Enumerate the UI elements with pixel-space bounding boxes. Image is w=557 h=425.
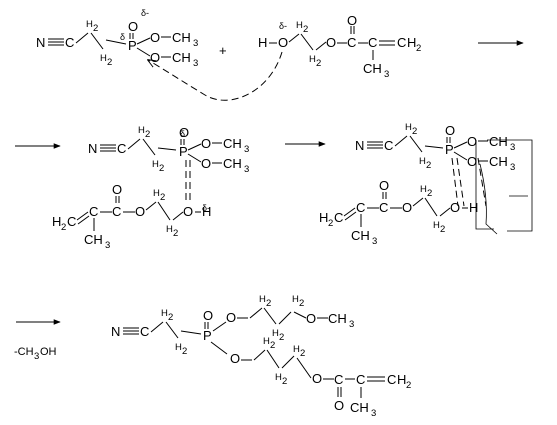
svg-text:CH: CH xyxy=(363,61,382,76)
svg-text:H: H xyxy=(263,336,270,347)
svg-text:δ: δ xyxy=(120,32,125,42)
svg-text:3: 3 xyxy=(384,69,389,80)
svg-text:P: P xyxy=(203,328,212,343)
svg-text:O: O xyxy=(230,351,240,366)
svg-text:C: C xyxy=(356,372,365,387)
plus-sign: + xyxy=(219,43,227,58)
svg-text:C: C xyxy=(368,35,377,50)
svg-text:2: 2 xyxy=(406,380,411,391)
reactant-hema: H O δ- H 2 H 2 O C O C CH 3 C H 2 xyxy=(258,13,421,80)
byproduct-methanol: -CH 3 OH xyxy=(14,346,57,362)
svg-text:O: O xyxy=(312,371,322,386)
svg-text:C: C xyxy=(397,35,406,50)
svg-text:3: 3 xyxy=(349,319,354,330)
svg-text:CH: CH xyxy=(328,311,347,326)
reactant-phosphonate: δ δ- xyxy=(35,8,199,70)
svg-text:2: 2 xyxy=(316,58,321,69)
svg-text:O: O xyxy=(203,308,213,323)
svg-text:δ-: δ- xyxy=(279,21,287,31)
svg-text:H: H xyxy=(275,372,282,383)
svg-text:H: H xyxy=(259,294,266,305)
svg-text:2: 2 xyxy=(270,340,275,351)
svg-text:C: C xyxy=(334,372,343,387)
svg-text:O: O xyxy=(306,311,316,326)
svg-text:C: C xyxy=(347,35,356,50)
product-molecule: P O O H 2 H 2 H 2 O CH 3 O H 2 H 2 H 2 xyxy=(110,294,411,419)
svg-text:O: O xyxy=(347,13,357,28)
svg-text:OH: OH xyxy=(40,346,57,358)
svg-text:3: 3 xyxy=(371,408,376,419)
svg-text:2: 2 xyxy=(299,298,304,309)
svg-text:δ-: δ- xyxy=(202,203,210,213)
svg-text:O: O xyxy=(326,35,336,50)
svg-text:H: H xyxy=(258,35,267,50)
svg-text:2: 2 xyxy=(416,43,421,54)
svg-text:H: H xyxy=(293,344,300,355)
svg-text:2: 2 xyxy=(282,376,287,387)
svg-text:2: 2 xyxy=(266,298,271,309)
svg-text:δ-: δ- xyxy=(141,8,149,18)
svg-text:O: O xyxy=(226,310,236,325)
intermediate-complex-1: δ δ- xyxy=(51,124,250,252)
attack-arrow xyxy=(148,51,283,101)
svg-text:H: H xyxy=(397,372,406,387)
svg-text:3: 3 xyxy=(34,351,39,362)
svg-text:2: 2 xyxy=(303,24,308,35)
svg-text:2: 2 xyxy=(279,332,284,343)
svg-text:H: H xyxy=(296,20,303,31)
intermediate-complex-2 xyxy=(318,121,533,248)
svg-text:H: H xyxy=(309,54,316,65)
svg-text:O: O xyxy=(278,35,288,50)
svg-text:-CH: -CH xyxy=(14,346,34,358)
svg-text:H: H xyxy=(407,35,416,50)
svg-text:CH: CH xyxy=(350,400,369,415)
svg-text:H: H xyxy=(272,328,279,339)
svg-text:C: C xyxy=(387,372,396,387)
svg-text:O: O xyxy=(334,398,344,413)
svg-text:δ: δ xyxy=(180,129,185,139)
svg-text:2: 2 xyxy=(300,348,305,359)
svg-text:H: H xyxy=(292,294,299,305)
